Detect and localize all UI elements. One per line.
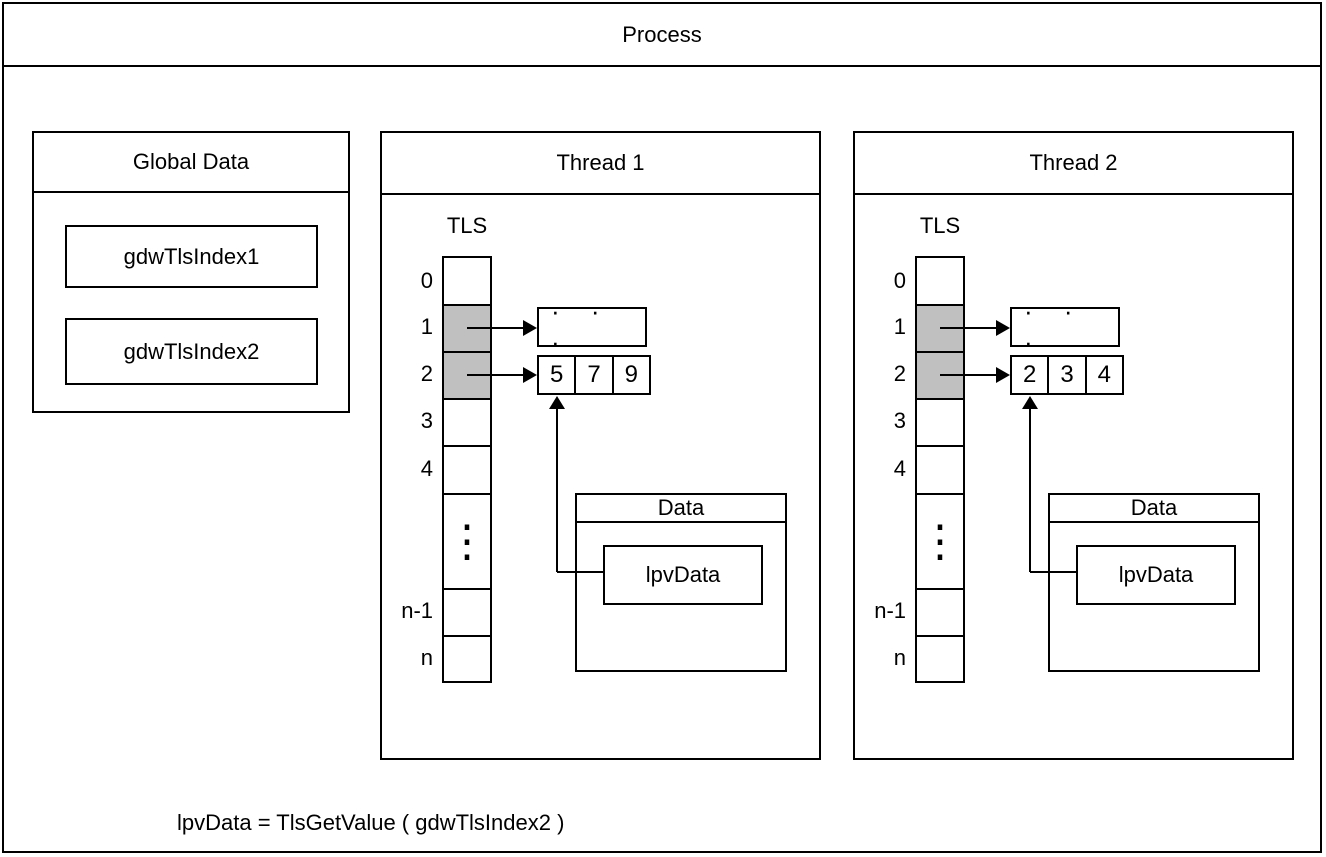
value-cell: 4 bbox=[1097, 361, 1111, 388]
row-index-label: 4 bbox=[893, 456, 906, 481]
slot2-pointer-line bbox=[467, 374, 523, 376]
horizontal-ellipsis-dots: · · · bbox=[551, 296, 612, 357]
arrow-up-icon bbox=[1022, 396, 1038, 409]
row-index-label: 2 bbox=[893, 361, 906, 386]
lpvdata-label: lpvData bbox=[645, 562, 721, 587]
tls-cell-dots: ⋮ bbox=[917, 495, 963, 590]
row-index-label: 3 bbox=[420, 408, 433, 433]
tls-cell-highlighted bbox=[444, 353, 490, 400]
data-box-header: Data bbox=[577, 495, 785, 523]
tls-cell-dots: ⋮ bbox=[444, 495, 490, 590]
tls-cell bbox=[917, 258, 963, 306]
row-index-label: 1 bbox=[893, 314, 906, 339]
data-box-title: Data bbox=[1130, 495, 1178, 520]
slot2-pointer-line bbox=[940, 374, 996, 376]
slot1-pointer-line bbox=[940, 327, 996, 329]
value-cell: 3 bbox=[1049, 357, 1087, 393]
tls-array: ⋮ bbox=[915, 256, 965, 683]
global-data-header: Global Data bbox=[34, 133, 348, 193]
row-index-label: n bbox=[420, 645, 433, 670]
lpvdata-pointer-line-horizontal bbox=[557, 571, 604, 573]
lpvdata-pointer-line-horizontal bbox=[1030, 571, 1077, 573]
slot2-value-array: 2 3 4 bbox=[1010, 355, 1124, 395]
row-index-label: n bbox=[893, 645, 906, 670]
arrow-right-icon bbox=[996, 367, 1010, 383]
row-index-label: 0 bbox=[420, 268, 433, 293]
horizontal-ellipsis-dots: · · · bbox=[1024, 296, 1085, 357]
slot1-pointer-line bbox=[467, 327, 523, 329]
thread-header: Thread 2 bbox=[855, 133, 1292, 195]
arrow-right-icon bbox=[523, 367, 537, 383]
tls-cell-highlighted bbox=[917, 306, 963, 353]
arrow-right-icon bbox=[996, 320, 1010, 336]
tls-cell bbox=[917, 400, 963, 447]
row-index-label: 4 bbox=[420, 456, 433, 481]
process-title: Process bbox=[622, 22, 702, 47]
lpvdata-pointer-line-vertical bbox=[556, 408, 558, 572]
data-box-title: Data bbox=[657, 495, 705, 520]
global-data-item-label: gdwTlsIndex2 bbox=[123, 338, 260, 364]
tls-cell bbox=[444, 447, 490, 495]
tls-cell bbox=[917, 637, 963, 683]
row-index-label: 2 bbox=[420, 361, 433, 386]
tls-array: ⋮ bbox=[442, 256, 492, 683]
row-index-label: 1 bbox=[420, 314, 433, 339]
tls-cell-highlighted bbox=[444, 306, 490, 353]
process-header: Process bbox=[4, 4, 1320, 67]
lpvdata-pointer-line-vertical bbox=[1029, 408, 1031, 572]
lpvdata-box: lpvData bbox=[1076, 545, 1236, 605]
tls-cell bbox=[917, 590, 963, 637]
row-index-label: n-1 bbox=[401, 598, 433, 623]
value-cell: 9 bbox=[624, 361, 638, 388]
tls-label: TLS bbox=[919, 213, 961, 238]
arrow-right-icon bbox=[523, 320, 537, 336]
value-cell: 5 bbox=[539, 357, 577, 393]
row-index-label: n-1 bbox=[874, 598, 906, 623]
tls-cell bbox=[444, 400, 490, 447]
global-data-item-box: gdwTlsIndex2 bbox=[65, 318, 318, 385]
tls-cell bbox=[917, 447, 963, 495]
lpvdata-box: lpvData bbox=[603, 545, 763, 605]
caption-text: lpvData = TlsGetValue ( gdwTlsIndex2 ) bbox=[177, 810, 565, 835]
global-data-item-box: gdwTlsIndex1 bbox=[65, 225, 318, 288]
tls-cell bbox=[444, 637, 490, 683]
data-box-header: Data bbox=[1050, 495, 1258, 523]
value-cell: 7 bbox=[576, 357, 614, 393]
thread-title: Thread 2 bbox=[1029, 150, 1118, 175]
tls-cell-highlighted bbox=[917, 353, 963, 400]
thread-title: Thread 1 bbox=[556, 150, 645, 175]
tls-label: TLS bbox=[446, 213, 488, 238]
slot2-value-array: 5 7 9 bbox=[537, 355, 651, 395]
global-data-item-label: gdwTlsIndex1 bbox=[123, 243, 260, 269]
vertical-ellipsis-icon: ⋮ bbox=[918, 516, 962, 566]
tls-cell bbox=[444, 590, 490, 637]
vertical-ellipsis-icon: ⋮ bbox=[445, 516, 489, 566]
thread-header: Thread 1 bbox=[382, 133, 819, 195]
slot1-value-box: · · · bbox=[1010, 296, 1120, 357]
lpvdata-label: lpvData bbox=[1118, 562, 1194, 587]
global-data-title: Global Data bbox=[132, 149, 250, 174]
arrow-up-icon bbox=[549, 396, 565, 409]
tls-cell bbox=[444, 258, 490, 306]
slot1-value-box: · · · bbox=[537, 296, 647, 357]
value-cell: 2 bbox=[1012, 357, 1050, 393]
row-index-label: 3 bbox=[893, 408, 906, 433]
row-index-label: 0 bbox=[893, 268, 906, 293]
